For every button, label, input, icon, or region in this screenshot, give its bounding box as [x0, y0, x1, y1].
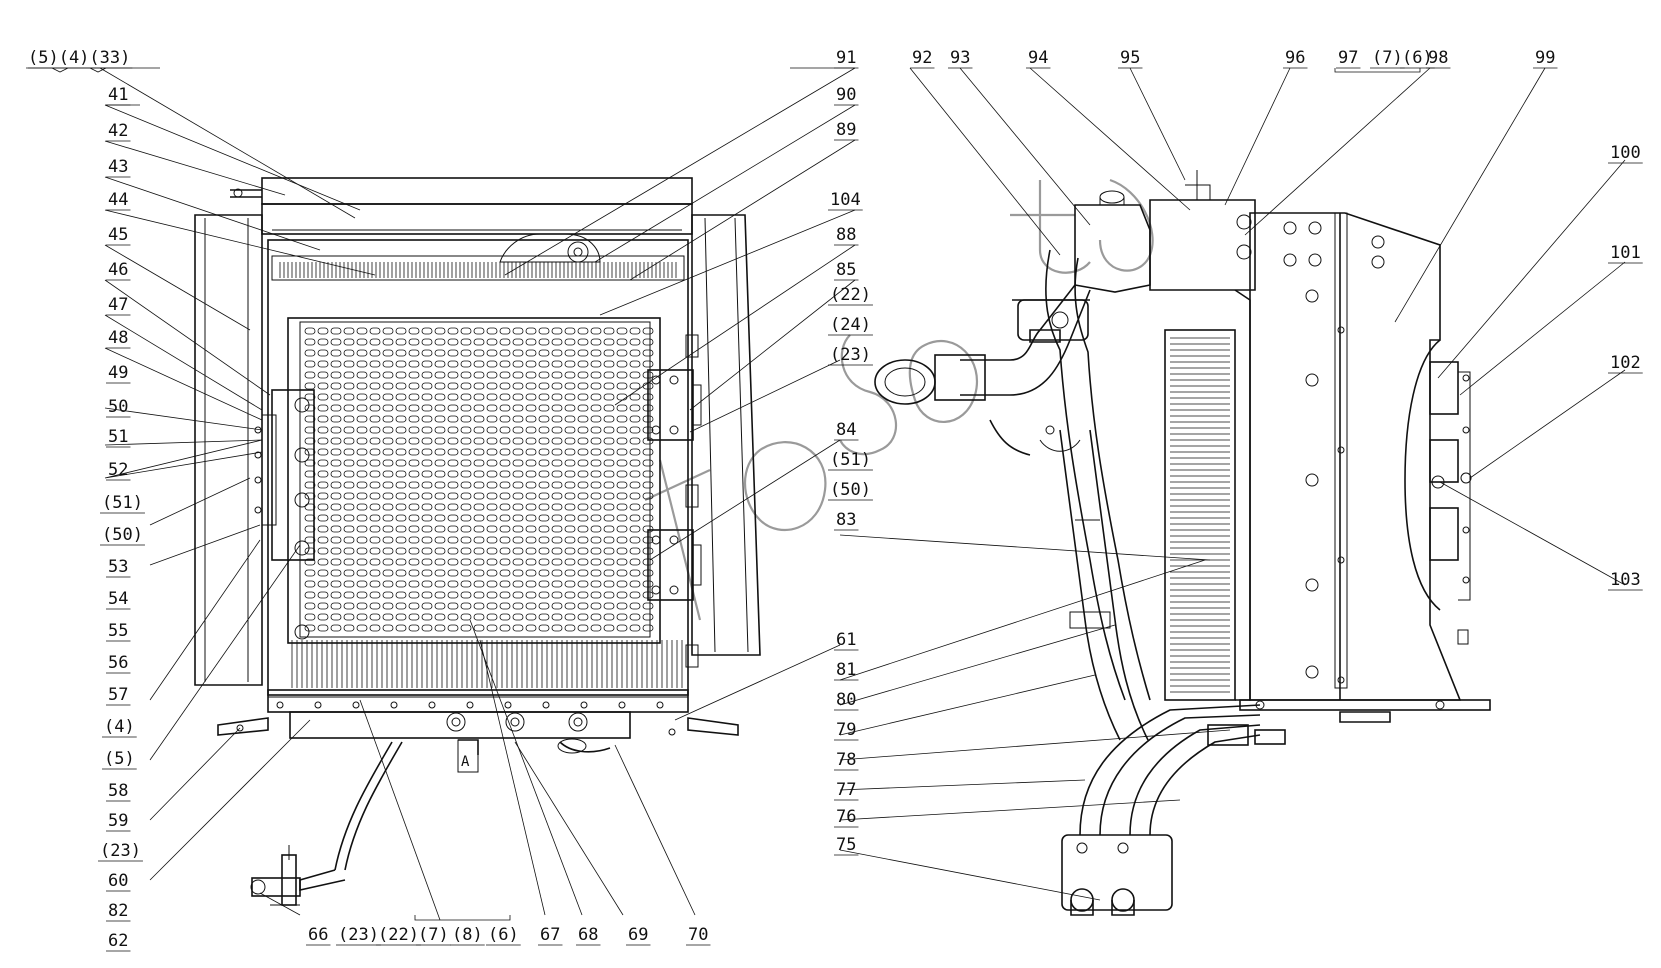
callout-label: 85 [836, 260, 856, 280]
lower-fin-row [291, 640, 683, 688]
callout-label: 51 [108, 427, 128, 447]
callout-label: (51) [102, 493, 143, 513]
callout-label: 83 [836, 510, 856, 530]
callout-label: (50) [102, 525, 143, 545]
callout-label: 67 [540, 925, 560, 945]
callout-label: 49 [108, 363, 128, 383]
callout-label: 104 [830, 190, 861, 210]
top-fin-row [279, 262, 677, 278]
callout-label: 68 [578, 925, 598, 945]
callout-label: 102 [1610, 353, 1641, 373]
callout-label: 101 [1610, 243, 1641, 263]
callout-label: 88 [836, 225, 856, 245]
front-view-radiator [194, 177, 761, 906]
callout-label: 43 [108, 157, 128, 177]
callout-label: 69 [628, 925, 648, 945]
callout-label: 80 [836, 690, 856, 710]
callout-label: 79 [836, 720, 856, 740]
callout-label: (51) [830, 450, 871, 470]
callout-label: 44 [108, 190, 128, 210]
callout-label: 45 [108, 225, 128, 245]
callout-label: 54 [108, 589, 128, 609]
callout-label: 82 [108, 901, 128, 921]
callout-label: 91 [836, 48, 856, 68]
callout-label: 81 [836, 660, 856, 680]
callout-label: 41 [108, 85, 128, 105]
callout-label: (5) [104, 749, 135, 769]
callout-label: (8) [452, 925, 483, 945]
callout-label: (23) [830, 345, 871, 365]
callout-label: (50) [830, 480, 871, 500]
callout-label: (5)(4)(33) [28, 48, 130, 68]
callout-label: (24) [830, 315, 871, 335]
leader-lines [28, 67, 1626, 921]
callout-label: 42 [108, 121, 128, 141]
callout-label: 56 [108, 653, 128, 673]
callout-label: 52 [108, 460, 128, 480]
callout-label: (23) [338, 925, 379, 945]
callout-label: 97 [1338, 48, 1358, 68]
callout-label: (4) [104, 717, 135, 737]
callout-label: (23) [100, 841, 141, 861]
callout-label: 46 [108, 260, 128, 280]
callout-label: 89 [836, 120, 856, 140]
callout-label: 94 [1028, 48, 1048, 68]
callout-label: (22) [830, 285, 871, 305]
callout-label: (6) [488, 925, 519, 945]
callout-label: (6) [1402, 48, 1433, 68]
callout-label: 60 [108, 871, 128, 891]
radiator-core-fins [304, 327, 654, 632]
callout-label: 62 [108, 931, 128, 951]
view-marker-label: A [461, 754, 470, 770]
callout-labels: (5)(4)(33) 41 42 43 44 45 46 47 48 49 50… [28, 48, 1641, 951]
callout-label: 84 [836, 420, 856, 440]
callout-label: 100 [1610, 143, 1641, 163]
callout-label: 59 [108, 811, 128, 831]
callout-label: 57 [108, 685, 128, 705]
callout-label: 53 [108, 557, 128, 577]
callout-label: (7) [418, 925, 449, 945]
callout-label: 77 [836, 780, 856, 800]
callout-label: (7) [1372, 48, 1403, 68]
callout-label: 98 [1428, 48, 1448, 68]
callout-label: 99 [1535, 48, 1555, 68]
callout-label: 90 [836, 85, 856, 105]
callout-label: 92 [912, 48, 932, 68]
callout-label: 93 [950, 48, 970, 68]
callout-label: 61 [836, 630, 856, 650]
callout-label: 66 [308, 925, 328, 945]
label-underlines [26, 67, 1643, 952]
callout-label: 103 [1610, 570, 1641, 590]
callout-label: 75 [836, 835, 856, 855]
callout-label: 76 [836, 807, 856, 827]
callout-label: 78 [836, 750, 856, 770]
callout-label: 55 [108, 621, 128, 641]
callout-label: 95 [1120, 48, 1140, 68]
callout-label: 96 [1285, 48, 1305, 68]
side-view-radiator [874, 170, 1491, 916]
callout-label: 70 [688, 925, 708, 945]
callout-label: 47 [108, 295, 128, 315]
callout-label: (22) [378, 925, 419, 945]
callout-label: 50 [108, 397, 128, 417]
callout-label: 58 [108, 781, 128, 801]
callout-label: 48 [108, 328, 128, 348]
